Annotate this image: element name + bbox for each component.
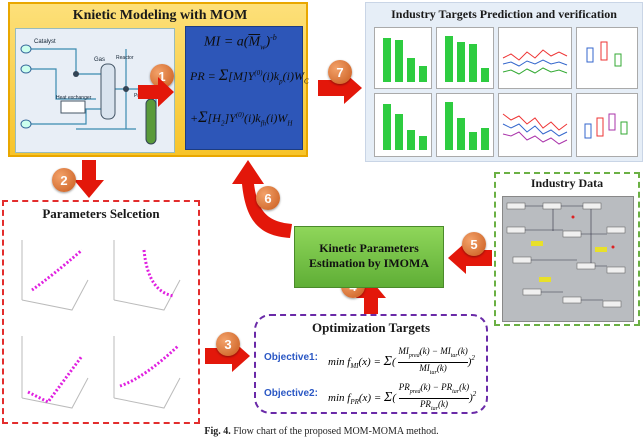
caption-prefix: Fig. 4.: [204, 426, 231, 437]
estimation-line1: Kinetic Parameters: [319, 241, 419, 255]
step-2-badge: 2: [52, 168, 76, 192]
optimization-panel: Optimization Targets Objective1: min fMI…: [254, 314, 488, 414]
objective-2-formula: min fPR(x) = Σ( PRpred(k) − PRtar(k)PRta…: [328, 382, 477, 412]
objective-1-formula: min fMI(x) = Σ( MIpred(k) − MItar(k)MIta…: [328, 346, 475, 376]
step-6-badge: 6: [256, 186, 280, 210]
target-box-plot-1: [576, 27, 638, 89]
catalyst-label: Catalyst: [34, 39, 56, 45]
equation-pr: PR = Σ[M]Y(0)(i)kp(i)WC: [190, 67, 309, 86]
industry-dashboard: [502, 196, 634, 322]
equation-box: MI = a(Mw)-b PR = Σ[M]Y(0)(i)kp(i)WC +Σ[…: [185, 26, 309, 150]
target-box-plot-2: [576, 93, 638, 157]
param-plot-3: [12, 326, 94, 416]
params-title: Parameters Selcetion: [42, 206, 160, 221]
industry-panel: Industry Data: [494, 172, 640, 326]
objective-2-label: Objective2:: [264, 388, 318, 399]
equation-h2: +Σ[H2]Y(0)(i)kfh(i)WH: [190, 109, 293, 128]
optimization-title: Optimization Targets: [311, 320, 431, 335]
target-bar-chart-1: [374, 27, 432, 89]
targets-panel: Industry Targets Prediction and verifica…: [365, 2, 643, 162]
target-bar-chart-2: [436, 27, 494, 89]
step-1-badge: 1: [150, 64, 174, 88]
caption-text: Flow chart of the proposed MOM-MOMA meth…: [233, 426, 439, 437]
flowsheet-diagram: Catalyst Gas Reactor Heat exchanger Prod…: [20, 39, 157, 145]
industry-title: Industry Data: [530, 176, 604, 190]
target-bar-chart-3: [374, 93, 432, 157]
param-plot-4: [104, 326, 186, 416]
objective-1-row: Objective1: min fMI(x) = Σ( MIpred(k) − …: [264, 342, 484, 376]
param-plot-1: [12, 230, 94, 316]
process-flowsheet: Catalyst Gas Reactor Heat exchanger Prod…: [15, 28, 175, 153]
estimation-line2: Estimation by IMOMA: [309, 256, 429, 270]
equation-mi: MI = a(Mw)-b: [204, 33, 277, 52]
gas-label: Gas: [94, 57, 105, 63]
figure-caption: Fig. 4. Flow chart of the proposed MOM-M…: [0, 426, 643, 437]
targets-title: Industry Targets Prediction and verifica…: [391, 7, 617, 21]
target-line-plot-1: [498, 27, 572, 89]
objective-2-row: Objective2: min fPR(x) = Σ( PRpred(k) − …: [264, 378, 484, 412]
target-bar-chart-4: [436, 93, 494, 157]
modeling-title: Knietic Modeling with MOM: [72, 8, 248, 23]
step-7-badge: 7: [328, 60, 352, 84]
modeling-panel: Knietic Modeling with MOM Catalyst Gas R…: [8, 2, 309, 157]
target-line-plot-2: [498, 93, 572, 157]
objective-1-label: Objective1:: [264, 352, 318, 363]
arrow-2: [74, 160, 104, 198]
step-3-badge: 3: [216, 332, 240, 356]
heat-exchanger-label: Heat exchanger: [56, 95, 92, 101]
param-plot-2: [104, 230, 186, 316]
product-label: Product: [134, 93, 152, 99]
step-5-badge: 5: [462, 232, 486, 256]
params-panel: Parameters Selcetion: [2, 200, 200, 424]
reactor-label: Reactor: [116, 55, 134, 61]
estimation-box: Kinetic Parameters Estimation by IMOMA: [294, 226, 444, 288]
